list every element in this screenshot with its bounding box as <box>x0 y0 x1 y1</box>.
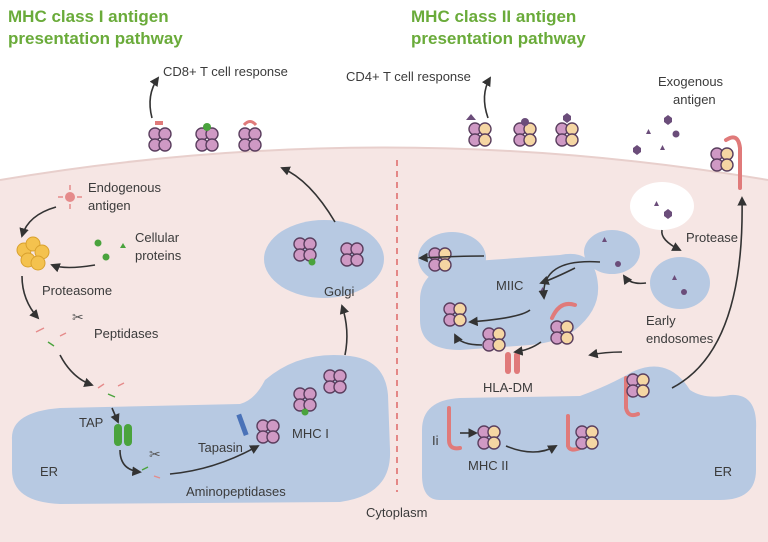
label-tapasin: Tapasin <box>198 440 243 455</box>
label-er-left: ER <box>40 464 58 479</box>
endogenous-antigen-icon <box>58 185 82 209</box>
title-mhc1-line2: presentation pathway <box>8 29 183 48</box>
cell-membrane <box>0 146 768 181</box>
label-peptidases: Peptidases <box>94 326 159 341</box>
scissors-icon-1: ✂ <box>72 310 84 326</box>
hla-dm-protein <box>505 352 520 374</box>
title-mhc2-line1: MHC class II antigen <box>411 7 576 26</box>
tapasin-protein <box>236 413 249 437</box>
tap-transporter <box>114 424 132 446</box>
label-proteasome: Proteasome <box>42 283 112 298</box>
label-cellular-1: Cellular <box>135 230 180 245</box>
endocytic-vesicle <box>630 182 694 230</box>
cellular-proteins-icon <box>94 239 126 261</box>
label-exogenous-1: Exogenous <box>658 74 724 89</box>
mhc-class-i-molecules <box>148 127 364 444</box>
label-aminopeptidases: Aminopeptidases <box>186 484 286 499</box>
label-endogenous-2: antigen <box>88 198 131 213</box>
label-cellular-2: proteins <box>135 248 182 263</box>
invariant-chain-icons <box>447 135 742 452</box>
label-early-1: Early <box>646 313 676 328</box>
label-cd4: CD4+ T cell response <box>346 69 471 84</box>
label-cd8: CD8+ T cell response <box>163 64 288 79</box>
mhc-class-ii-molecules <box>428 122 734 450</box>
label-hla-dm: HLA-DM <box>483 380 533 395</box>
label-exogenous-2: antigen <box>673 92 716 107</box>
label-er-right: ER <box>714 464 732 479</box>
label-protease: Protease <box>686 230 738 245</box>
endosome-small-2 <box>584 230 640 274</box>
proteasome-icon <box>16 236 50 271</box>
label-cytoplasm: Cytoplasm <box>366 505 427 520</box>
title-mhc1-line1: MHC class I antigen <box>8 7 169 26</box>
peptide-fragments <box>35 327 161 479</box>
label-endogenous-1: Endogenous <box>88 180 162 195</box>
label-early-2: endosomes <box>646 331 714 346</box>
label-miic: MIIC <box>496 278 523 293</box>
label-mhc-i: MHC I <box>292 426 329 441</box>
bound-peptides <box>155 113 571 416</box>
early-endosome <box>650 257 710 309</box>
label-mhc-ii: MHC II <box>468 458 508 473</box>
label-golgi: Golgi <box>324 284 354 299</box>
pathway-arrows <box>19 76 747 477</box>
label-ii: Ii <box>432 433 439 448</box>
title-mhc2-line2: presentation pathway <box>411 29 586 48</box>
label-tap: TAP <box>79 415 103 430</box>
golgi <box>264 220 384 298</box>
scissors-icon-2: ✂ <box>149 447 161 463</box>
